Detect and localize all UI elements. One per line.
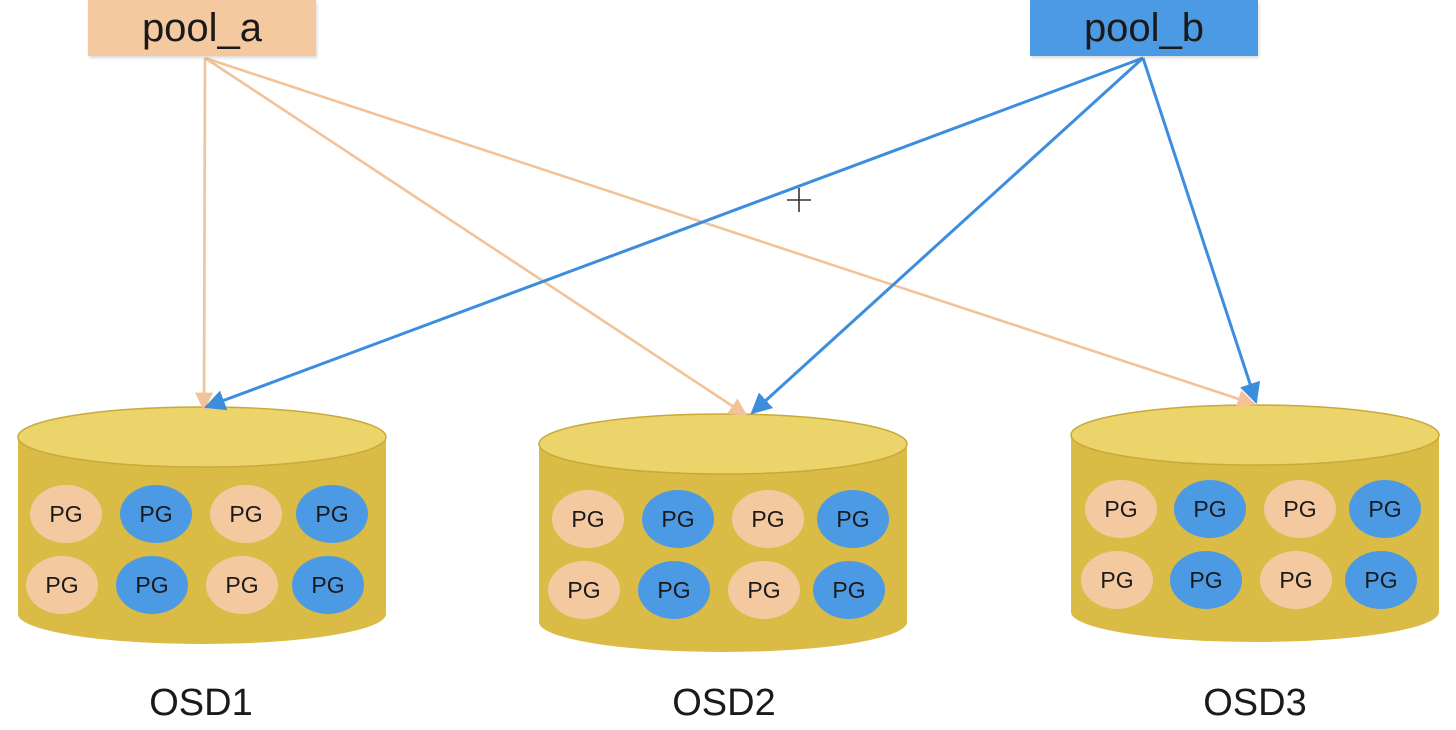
pg-circle-shape [210, 485, 282, 543]
pg-circle-shape [813, 561, 885, 619]
pg-circle-shape [1081, 551, 1153, 609]
pg-pool_a-circle: PG [206, 556, 278, 614]
osd-cylinder-top [538, 413, 908, 475]
pg-label: PG [1189, 567, 1222, 593]
pg-label: PG [657, 577, 690, 603]
osd1-label: OSD1 [149, 682, 253, 724]
pg-circle-shape [1170, 551, 1242, 609]
edge-pool_b-to-osd2 [750, 56, 1145, 415]
osd-cylinder-1: PG PG PG PG PG PG PG PG [17, 406, 387, 644]
pg-label: PG [1368, 496, 1401, 522]
pg-label: PG [315, 501, 348, 527]
pg-label: PG [1283, 496, 1316, 522]
pg-circle-shape [638, 561, 710, 619]
pool-osd-edges [194, 56, 1261, 417]
pg-pool_a-circle: PG [30, 485, 102, 543]
osd2-label: OSD2 [672, 682, 776, 724]
osd-cylinder-3: PG PG PG PG PG PG PG PG [1070, 404, 1440, 642]
pg-pool_a-circle: PG [26, 556, 98, 614]
edge-pool_a-to-osd3 [204, 56, 1256, 408]
pg-circle-shape [120, 485, 192, 543]
pg-label: PG [751, 506, 784, 532]
pg-pool_b-circle: PG [1170, 551, 1242, 609]
pg-circle-shape [817, 490, 889, 548]
osd-cylinder-body [539, 444, 907, 652]
crosshair-cursor-icon [787, 188, 811, 212]
pg-pool_b-circle: PG [292, 556, 364, 614]
pg-circle-shape [292, 556, 364, 614]
pg-pool_b-circle: PG [638, 561, 710, 619]
osd-cylinder-top [17, 406, 387, 468]
edge-pool_a-to-osd2 [204, 56, 748, 417]
pg-pool_b-circle: PG [116, 556, 188, 614]
pg-pool_a-circle: PG [732, 490, 804, 548]
pool-b-box: pool_b [1030, 0, 1258, 56]
pg-label: PG [836, 506, 869, 532]
pg-pool_b-circle: PG [1345, 551, 1417, 609]
pg-pool_b-circle: PG [817, 490, 889, 548]
pg-pool_b-circle: PG [296, 485, 368, 543]
pg-circle-shape [30, 485, 102, 543]
pg-circle-shape [1345, 551, 1417, 609]
pg-label: PG [832, 577, 865, 603]
pg-circle-shape [1349, 480, 1421, 538]
pg-label: PG [311, 572, 344, 598]
osd-cylinder-top [1070, 404, 1440, 466]
pg-label: PG [1104, 496, 1137, 522]
pg-pool_a-circle: PG [1264, 480, 1336, 538]
pg-circle-shape [116, 556, 188, 614]
pg-label: PG [229, 501, 262, 527]
pg-circle-shape [296, 485, 368, 543]
pg-pool_a-circle: PG [1260, 551, 1332, 609]
pg-label: PG [1364, 567, 1397, 593]
pg-label: PG [1279, 567, 1312, 593]
pg-pool_b-circle: PG [642, 490, 714, 548]
pg-label: PG [139, 501, 172, 527]
pg-pool_a-circle: PG [552, 490, 624, 548]
edge-pool_b-to-osd1 [204, 56, 1144, 411]
pg-pool_a-circle: PG [1085, 480, 1157, 538]
pg-pool_b-circle: PG [1174, 480, 1246, 538]
pg-circle-shape [206, 556, 278, 614]
pg-label: PG [1100, 567, 1133, 593]
pg-label: PG [45, 572, 78, 598]
osd3-label: OSD3 [1203, 682, 1307, 724]
pg-circle-shape [732, 490, 804, 548]
pg-label: PG [571, 506, 604, 532]
pool-a-box: pool_a [88, 0, 316, 56]
pg-label: PG [661, 506, 694, 532]
pg-label: PG [567, 577, 600, 603]
pg-label: PG [49, 501, 82, 527]
edge-pool_a-to-osd1 [194, 57, 214, 411]
pg-circle-shape [1085, 480, 1157, 538]
pg-circle-shape [1264, 480, 1336, 538]
pg-pool_b-circle: PG [120, 485, 192, 543]
pg-label: PG [135, 572, 168, 598]
pg-label: PG [747, 577, 780, 603]
edge-pool_b-to-osd3 [1141, 57, 1261, 404]
pool-b-label: pool_b [1083, 5, 1205, 50]
pg-circle-shape [552, 490, 624, 548]
pg-pool_a-circle: PG [728, 561, 800, 619]
pg-circle-shape [26, 556, 98, 614]
osd-cylinder-2: PG PG PG PG PG PG PG PG [538, 413, 908, 652]
pg-circle-shape [1174, 480, 1246, 538]
pool-a-label: pool_a [141, 5, 263, 50]
pg-circle-shape [642, 490, 714, 548]
pg-label: PG [1193, 496, 1226, 522]
pg-circle-shape [1260, 551, 1332, 609]
pg-pool_b-circle: PG [813, 561, 885, 619]
pg-pool_a-circle: PG [210, 485, 282, 543]
pg-label: PG [225, 572, 258, 598]
osd-cylinder-body [1071, 435, 1439, 642]
pg-circle-shape [728, 561, 800, 619]
pg-pool_a-circle: PG [1081, 551, 1153, 609]
pg-circle-shape [548, 561, 620, 619]
pg-pool_b-circle: PG [1349, 480, 1421, 538]
pg-pool_a-circle: PG [548, 561, 620, 619]
